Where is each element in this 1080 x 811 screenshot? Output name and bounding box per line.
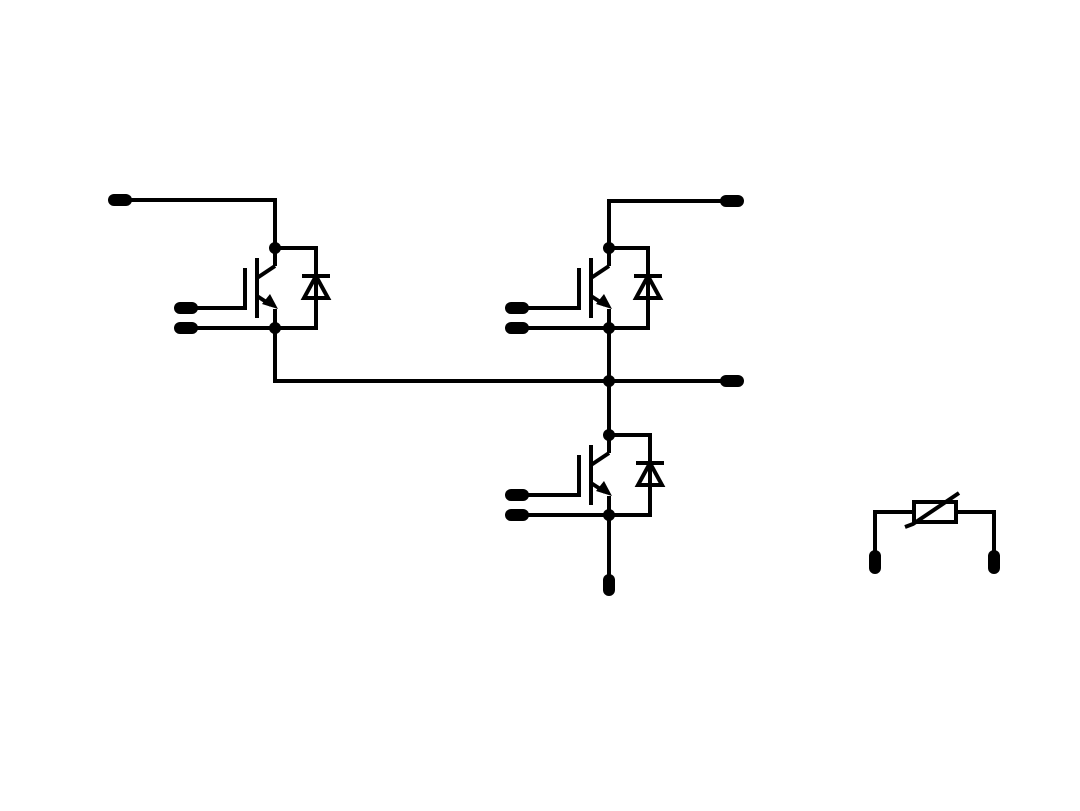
ntc-right-wire xyxy=(956,510,996,561)
output-junction xyxy=(603,375,615,387)
igbt-2-transistor xyxy=(577,248,612,328)
igbt-2-emitter-arrow xyxy=(596,294,612,309)
igbt-1-emitter-arrow xyxy=(262,294,278,309)
igbt-3-emitter-arrow xyxy=(596,481,612,496)
igbt-3-transistor xyxy=(577,435,612,515)
terminals xyxy=(108,194,1000,596)
ntc-thermistor xyxy=(873,491,996,561)
igbt-1 xyxy=(120,198,609,383)
ntc-nonlinear-slash xyxy=(904,491,961,529)
igbt-1-transistor xyxy=(243,248,278,328)
ntc-body xyxy=(912,500,958,524)
igbt-1-collector-wire xyxy=(120,198,277,248)
igbt-1-diode xyxy=(275,246,332,330)
igbt-1-emitter-wire xyxy=(273,328,609,383)
ntc-left-wire xyxy=(873,510,914,561)
igbt-2-diode xyxy=(609,246,664,330)
igbt-3-collector-junction xyxy=(603,429,615,441)
igbt-3-diode xyxy=(609,433,666,517)
igbt-3 xyxy=(517,429,666,585)
igbt-2-collector-wire xyxy=(607,199,732,248)
output-node xyxy=(603,328,732,435)
igbt-2 xyxy=(517,199,732,334)
